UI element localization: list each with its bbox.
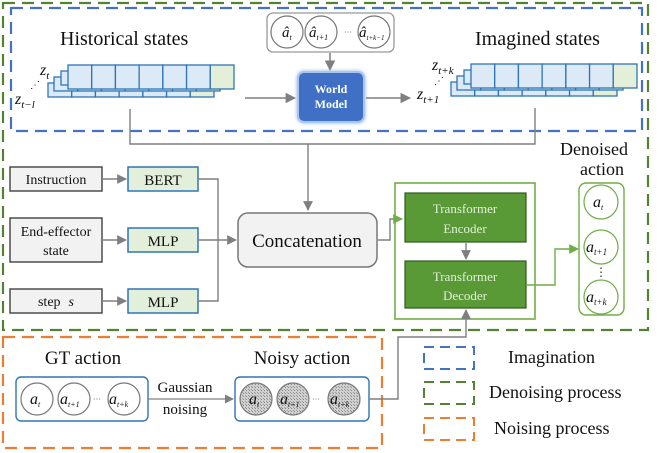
svg-text:at+k: at+k (330, 391, 350, 409)
hist-bottom-label: zt−l (14, 91, 35, 111)
noisy-action-2: at+k (327, 382, 361, 416)
input-end-effector-state: End-effector state (9, 217, 103, 263)
svg-text:Transformer: Transformer (433, 201, 498, 216)
imagined-state-cell (588, 63, 614, 89)
svg-text:at: at (30, 391, 41, 409)
imag-top-label: zt+k (431, 57, 455, 77)
encoder-mlp-eef: MLP (127, 227, 199, 253)
imagined-state-cell (541, 63, 567, 89)
denoised-action-0: at (583, 184, 619, 220)
transformer-decoder: Transformer Decoder (404, 260, 527, 309)
svg-text:Concatenation: Concatenation (252, 231, 362, 252)
svg-text:Noising process: Noising process (494, 418, 610, 438)
gaussian-label-1: Gaussian (158, 380, 213, 396)
concatenation-block: Concatenation (237, 212, 378, 268)
svg-text:at+1: at+1 (280, 391, 300, 409)
gt-action-ellipsis: ··· (93, 395, 101, 404)
arrow-decoder-to-denoised (526, 244, 579, 286)
world-model-block: World Model (297, 71, 365, 123)
imagined-state-cell (565, 63, 591, 89)
svg-text:at+k: at+k (109, 391, 129, 409)
denoised-action-2: at+k (583, 279, 619, 315)
imagined-state-cell (470, 63, 496, 89)
svg-text:state: state (43, 244, 69, 259)
svg-text:Encoder: Encoder (443, 221, 487, 236)
historical-state-cell (209, 64, 235, 90)
historical-state-cell (138, 64, 164, 90)
predicted-action-2: ât+k−1 (357, 15, 391, 49)
legend-item-denoising: Denoising process (423, 381, 621, 405)
predicted-action-ellipsis: ··· (344, 28, 352, 37)
svg-text:ât+1: ât+1 (309, 25, 328, 42)
predicted-action-1: ât+1 (304, 15, 338, 49)
encoder-mlp-step: MLP (127, 288, 199, 314)
historical-states-stack (47, 64, 235, 98)
svg-text:ât+k−1: ât+k−1 (359, 25, 385, 42)
denoised-title-1: Denoised (560, 139, 628, 159)
imag-dots: ⋰ (434, 76, 444, 87)
legend: Imagination Denoising process Noising pr… (423, 346, 621, 441)
world-model-label-2: Model (315, 97, 348, 111)
denoised-vdots: ⋮ (595, 265, 607, 279)
arrow-concat-to-encoder (378, 214, 403, 241)
svg-text:ât: ât (282, 25, 293, 42)
svg-text:Imagination: Imagination (508, 347, 595, 367)
svg-text:End-effector: End-effector (21, 225, 92, 240)
gt-action-label: GT action (45, 348, 122, 369)
svg-text:Decoder: Decoder (443, 288, 488, 303)
encoder-bert: BERT (127, 166, 199, 192)
svg-text:at+1: at+1 (586, 239, 607, 257)
noisy-action-label: Noisy action (254, 348, 351, 369)
legend-item-imagination: Imagination (423, 346, 595, 370)
imagination-region (9, 6, 644, 133)
imagined-state-cell (517, 63, 543, 89)
connector-noisy-to-decoder (369, 309, 471, 400)
historical-state-cell (91, 64, 117, 90)
predicted-action-0: ât (270, 15, 304, 49)
transformer-container (394, 182, 536, 320)
denoised-title-2: action (580, 159, 624, 179)
denoised-action-1: at+1 (583, 229, 619, 265)
legend-item-noising: Noising process (423, 417, 610, 441)
world-model-label-1: World (315, 82, 348, 96)
imagined-state-cell (612, 63, 638, 89)
noisy-action-1: at+1 (276, 382, 310, 416)
svg-text:at: at (249, 391, 260, 409)
historical-state-cell (67, 64, 93, 90)
imagined-states-stack (450, 63, 638, 97)
svg-text:MLP: MLP (148, 295, 179, 311)
svg-text:at+1: at+1 (60, 391, 80, 409)
svg-text:Transformer: Transformer (433, 269, 498, 284)
input-instruction: Instruction (9, 166, 103, 192)
svg-text:at: at (593, 194, 604, 212)
svg-text:BERT: BERT (144, 173, 181, 189)
imagined-state-cell (494, 63, 520, 89)
noisy-action-ellipsis: ··· (312, 395, 320, 404)
imagined-states-label: Imagined states (475, 28, 600, 50)
imag-bottom-label: zt+1 (416, 86, 439, 106)
gt-action-1: at+1 (57, 382, 91, 416)
hist-top-label: zt (39, 62, 50, 82)
connector-imag-to-concat (303, 108, 536, 211)
connector-hist-to-concat (129, 109, 308, 145)
gt-action-2: at+k (107, 382, 141, 416)
svg-text:MLP: MLP (148, 234, 179, 250)
noisy-action-0: at (239, 382, 273, 416)
historical-state-cell (185, 64, 211, 90)
gt-action-0: at (20, 382, 54, 416)
denoising-region (1, 1, 650, 332)
historical-state-cell (162, 64, 188, 90)
svg-text:Instruction: Instruction (26, 173, 87, 188)
transformer-encoder: Transformer Encoder (404, 192, 527, 243)
historical-states-label: Historical states (60, 28, 189, 50)
svg-text:Denoising process: Denoising process (489, 382, 621, 402)
historical-state-cell (114, 64, 140, 90)
svg-text:at+k: at+k (586, 289, 608, 307)
gaussian-label-2: noising (163, 402, 208, 418)
hist-dots: ⋰ (30, 80, 40, 91)
